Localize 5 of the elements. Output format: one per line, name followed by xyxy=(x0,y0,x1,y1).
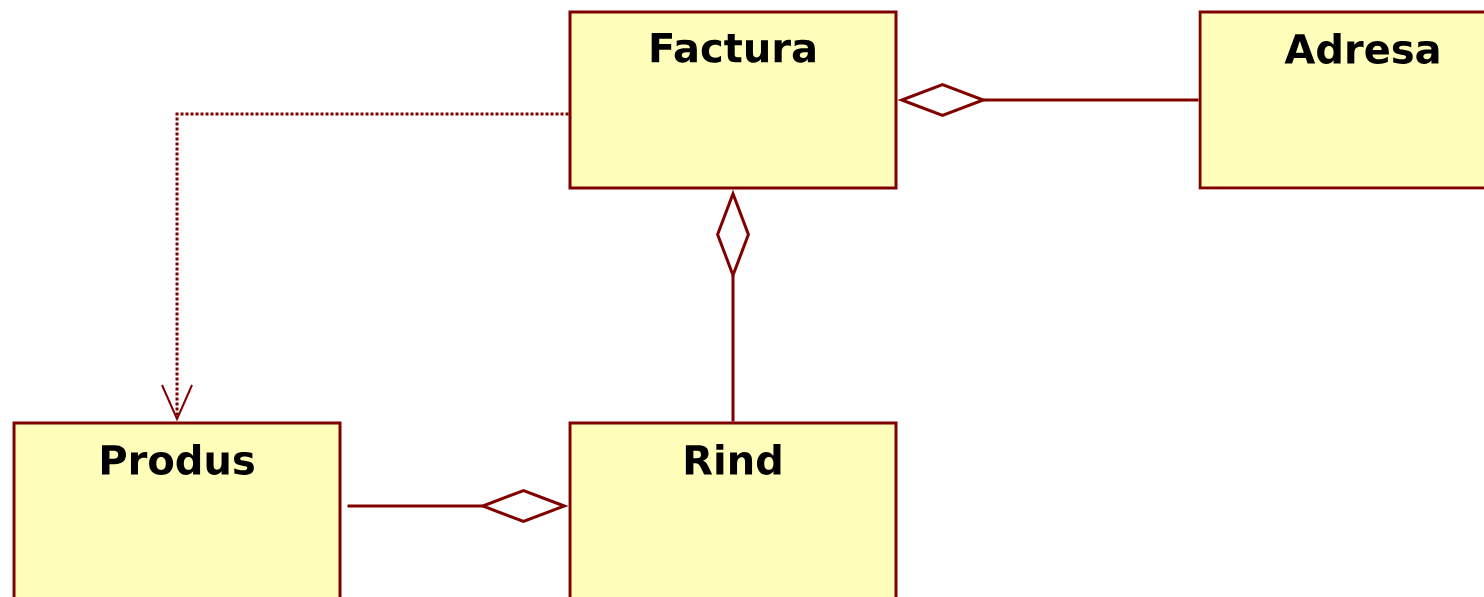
class-box: Produs xyxy=(12,421,342,597)
dependency-arrow xyxy=(161,112,569,422)
class-box: Adresa xyxy=(1198,10,1484,190)
class-box: Rind xyxy=(568,421,898,597)
class-box: Factura xyxy=(568,10,898,190)
